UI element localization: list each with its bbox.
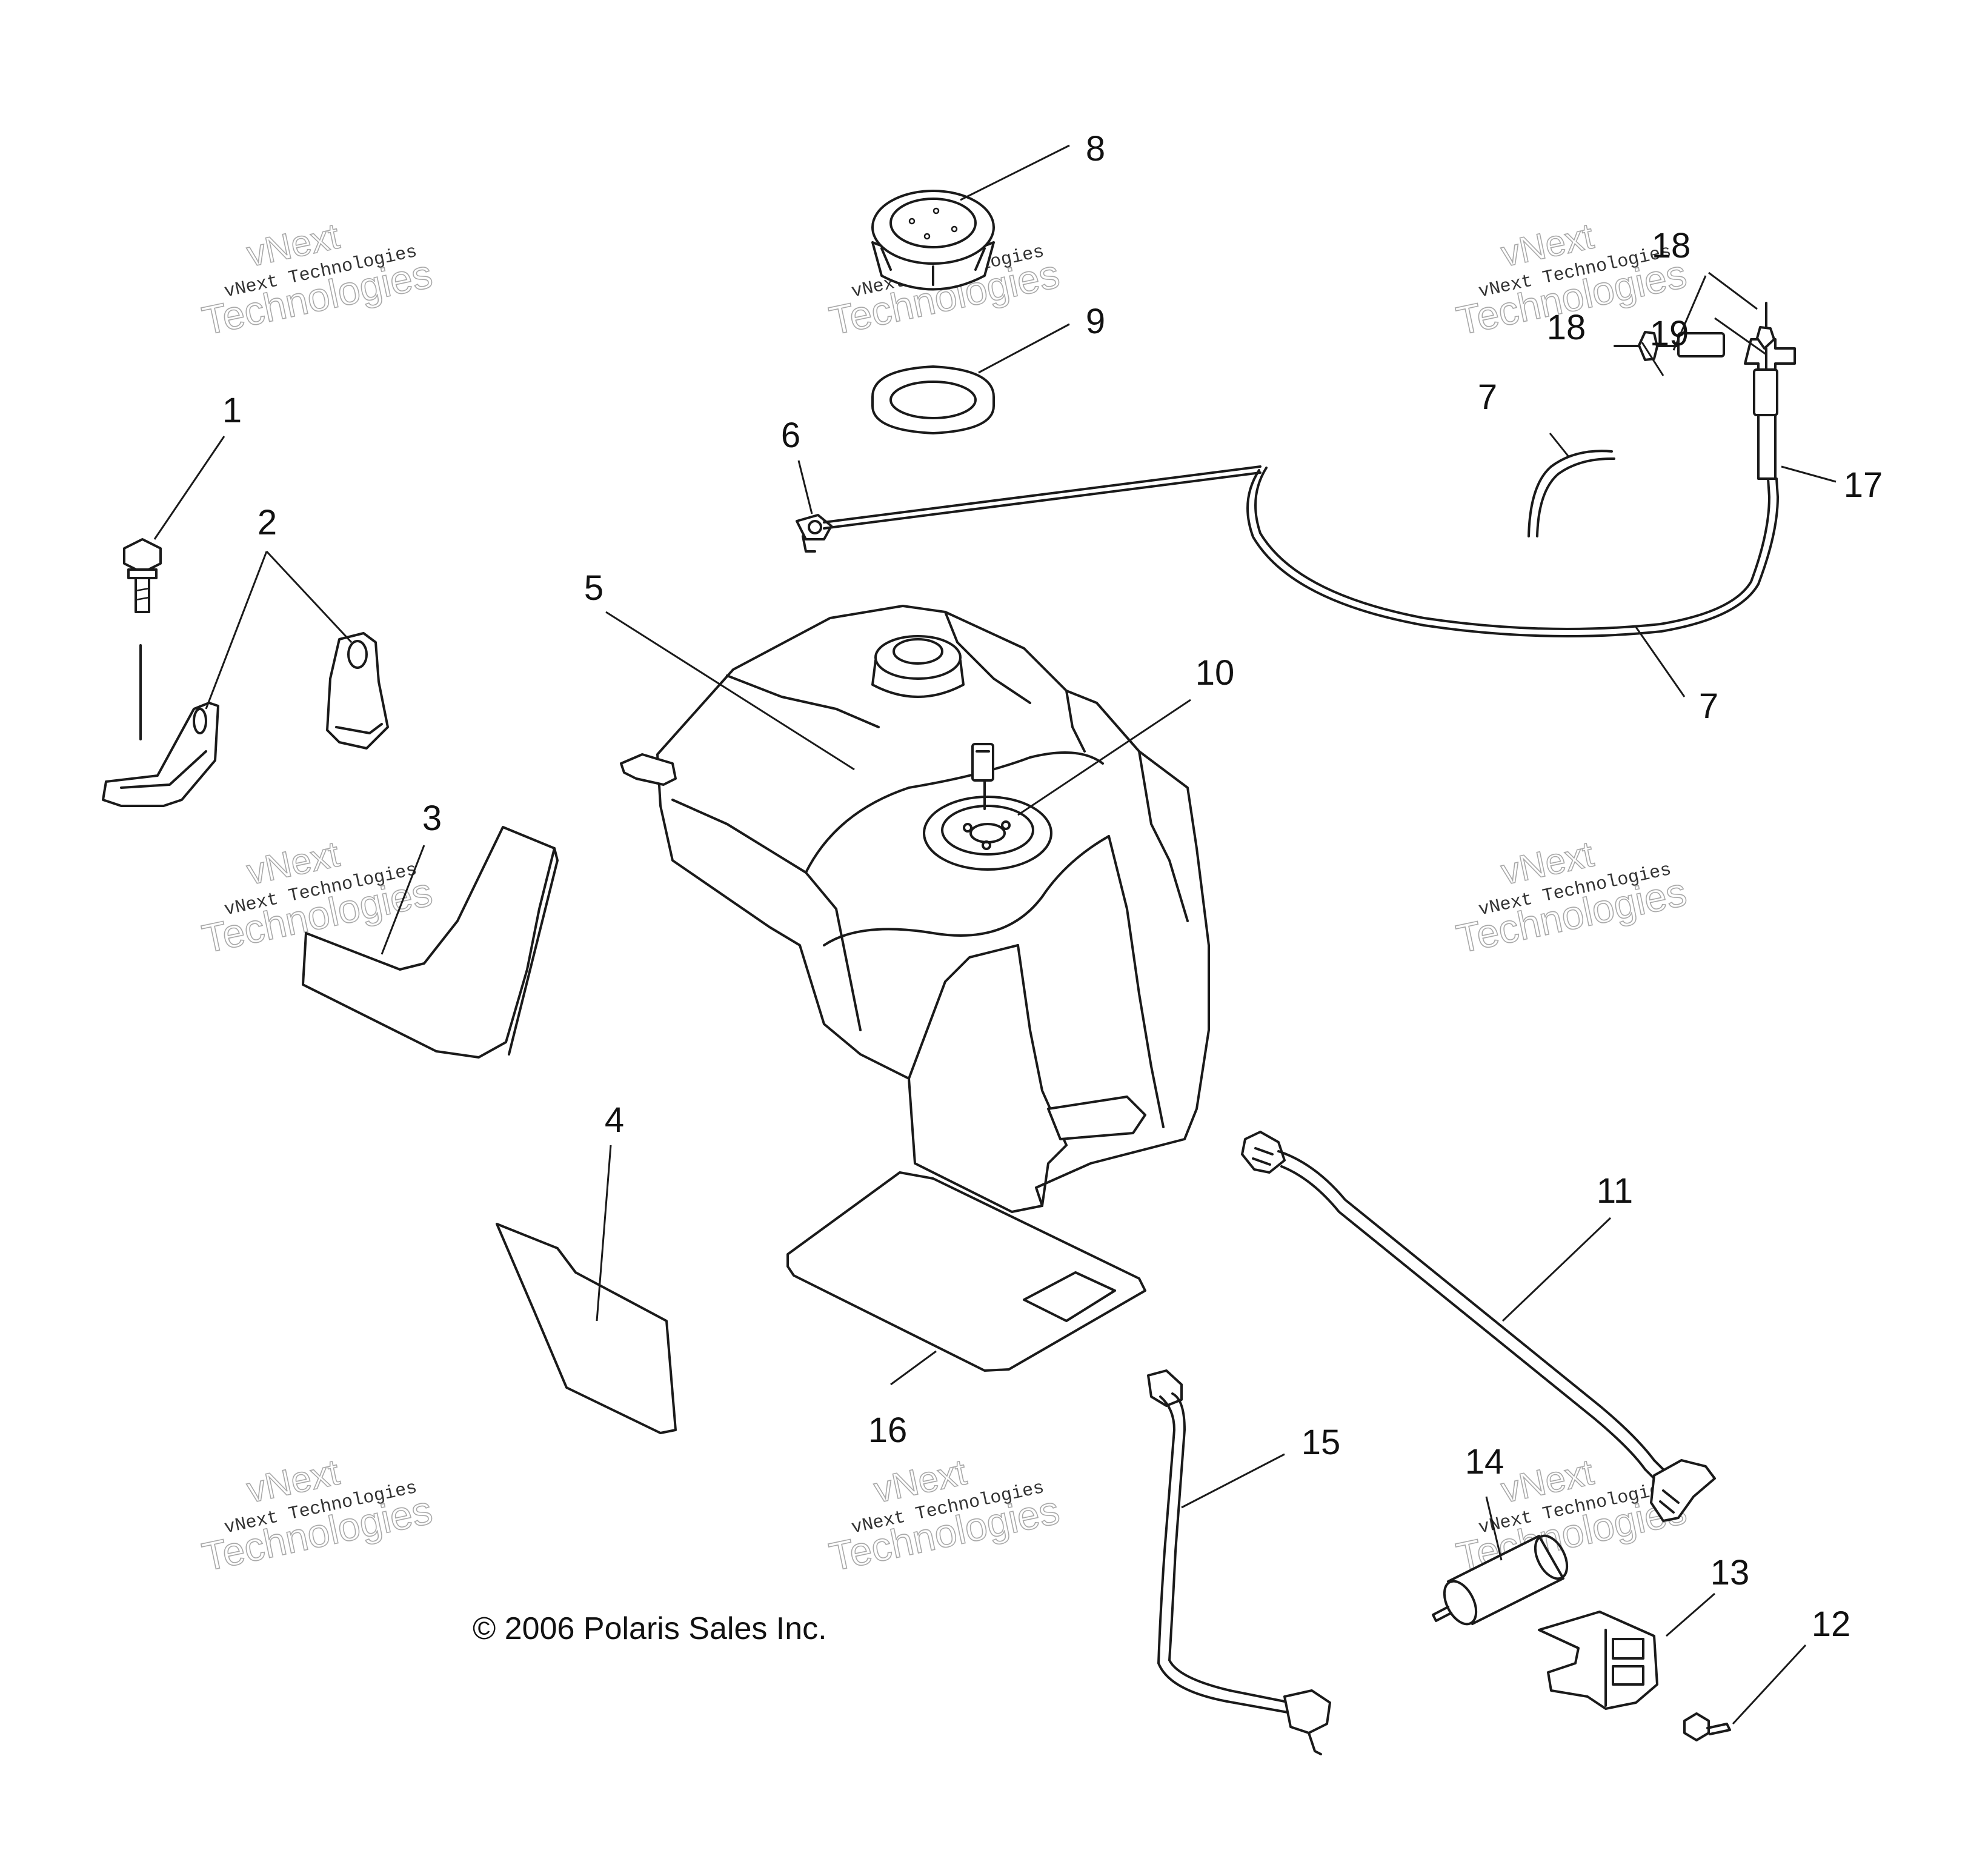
part-15-fuel-line — [1147, 1369, 1331, 1755]
part-16-mat — [786, 1171, 1146, 1372]
callout-14: 14 — [1465, 1442, 1504, 1481]
callout-1: 1 — [222, 391, 242, 430]
callout-8: 8 — [1086, 129, 1105, 168]
part-3-foam-pad — [302, 826, 559, 1059]
callout-2: 2 — [258, 503, 277, 542]
callout-17: 17 — [1844, 465, 1883, 505]
part-11-fuel-line — [1241, 1131, 1716, 1522]
callout-5: 5 — [584, 568, 603, 608]
part-14-fuel-filter — [1432, 1534, 1569, 1626]
part-5-fuel-tank — [620, 605, 1210, 1213]
callout-12: 12 — [1812, 1604, 1851, 1644]
part-4-panel — [496, 1223, 677, 1434]
copyright-notice: © 2006 Polaris Sales Inc. — [473, 1611, 827, 1646]
part-18-check-valves — [1614, 302, 1775, 371]
callout-3: 3 — [422, 799, 442, 838]
callout-13: 13 — [1710, 1553, 1750, 1592]
part-13-filter-clip — [1538, 1611, 1658, 1710]
callout-18b: 18 — [1547, 308, 1586, 347]
callout-16: 16 — [868, 1411, 908, 1450]
part-9-gasket — [871, 365, 995, 434]
part-1-bolt — [123, 538, 162, 740]
part-19-short-hoses — [1677, 332, 1778, 416]
part-12-screw — [1683, 1712, 1731, 1741]
callout-9: 9 — [1086, 302, 1105, 341]
callout-4: 4 — [605, 1100, 624, 1140]
callout-18a: 18 — [1652, 226, 1691, 265]
leader-lines — [153, 144, 1837, 1725]
callout-6: 6 — [781, 416, 800, 455]
callout-7a: 7 — [1478, 377, 1497, 417]
part-2-brackets — [102, 632, 389, 807]
part-8-fuel-cap — [871, 190, 995, 291]
callout-19: 19 — [1650, 314, 1689, 353]
part-7-vent-hose — [823, 450, 1779, 637]
part-10-fuel-pump — [963, 820, 1011, 850]
part-6-clamp — [796, 514, 833, 553]
callout-11: 11 — [1597, 1171, 1633, 1211]
callout-10: 10 — [1195, 653, 1235, 693]
callout-15: 15 — [1302, 1423, 1341, 1462]
callout-numbers: 1 2 3 4 5 6 7 7 8 9 10 11 12 13 14 15 16… — [222, 129, 1883, 1644]
callout-7b: 7 — [1699, 687, 1718, 726]
